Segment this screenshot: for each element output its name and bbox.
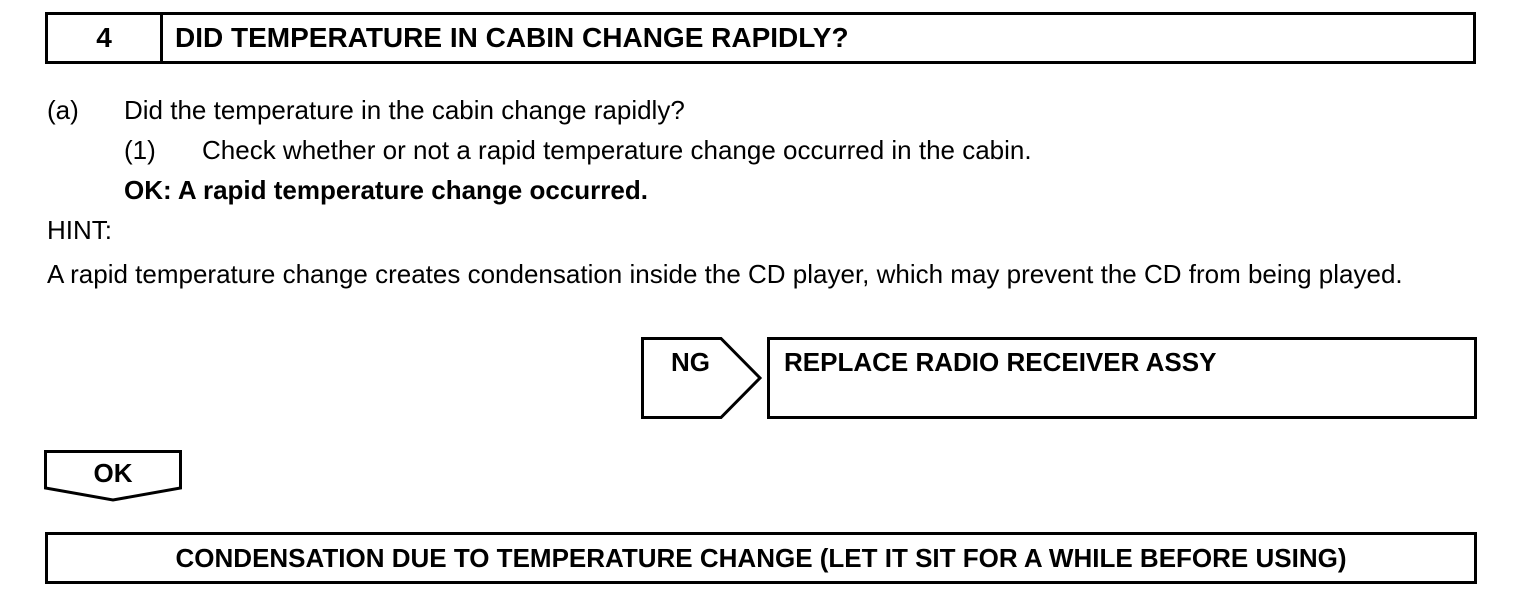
- ok-condition: OK: A rapid temperature change occurred.: [124, 175, 648, 205]
- item-a-marker: (a): [47, 95, 79, 125]
- ng-tag: NG: [641, 337, 763, 419]
- step-title: DID TEMPERATURE IN CABIN CHANGE RAPIDLY?: [175, 22, 849, 53]
- hint-text: A rapid temperature change creates conde…: [47, 259, 1403, 289]
- ok-label: OK: [93, 458, 133, 488]
- hint-label: HINT:: [47, 215, 112, 245]
- step-header: 4 DID TEMPERATURE IN CABIN CHANGE RAPIDL…: [45, 12, 1476, 64]
- ok-result-text: CONDENSATION DUE TO TEMPERATURE CHANGE (…: [175, 542, 1347, 573]
- ok-result-box: CONDENSATION DUE TO TEMPERATURE CHANGE (…: [45, 532, 1477, 584]
- ng-arrow-icon: [641, 337, 763, 419]
- ng-action-box: REPLACE RADIO RECEIVER ASSY: [767, 337, 1477, 419]
- ng-label: NG: [671, 347, 710, 377]
- item-a-text: Did the temperature in the cabin change …: [124, 95, 685, 125]
- item-1-marker: (1): [124, 135, 156, 165]
- item-1-text: Check whether or not a rapid temperature…: [202, 135, 1032, 165]
- ok-arrow-down-icon: [44, 450, 182, 502]
- step-number: 4: [48, 15, 163, 61]
- ng-action-text: REPLACE RADIO RECEIVER ASSY: [784, 347, 1217, 377]
- ok-tag: OK: [44, 450, 182, 502]
